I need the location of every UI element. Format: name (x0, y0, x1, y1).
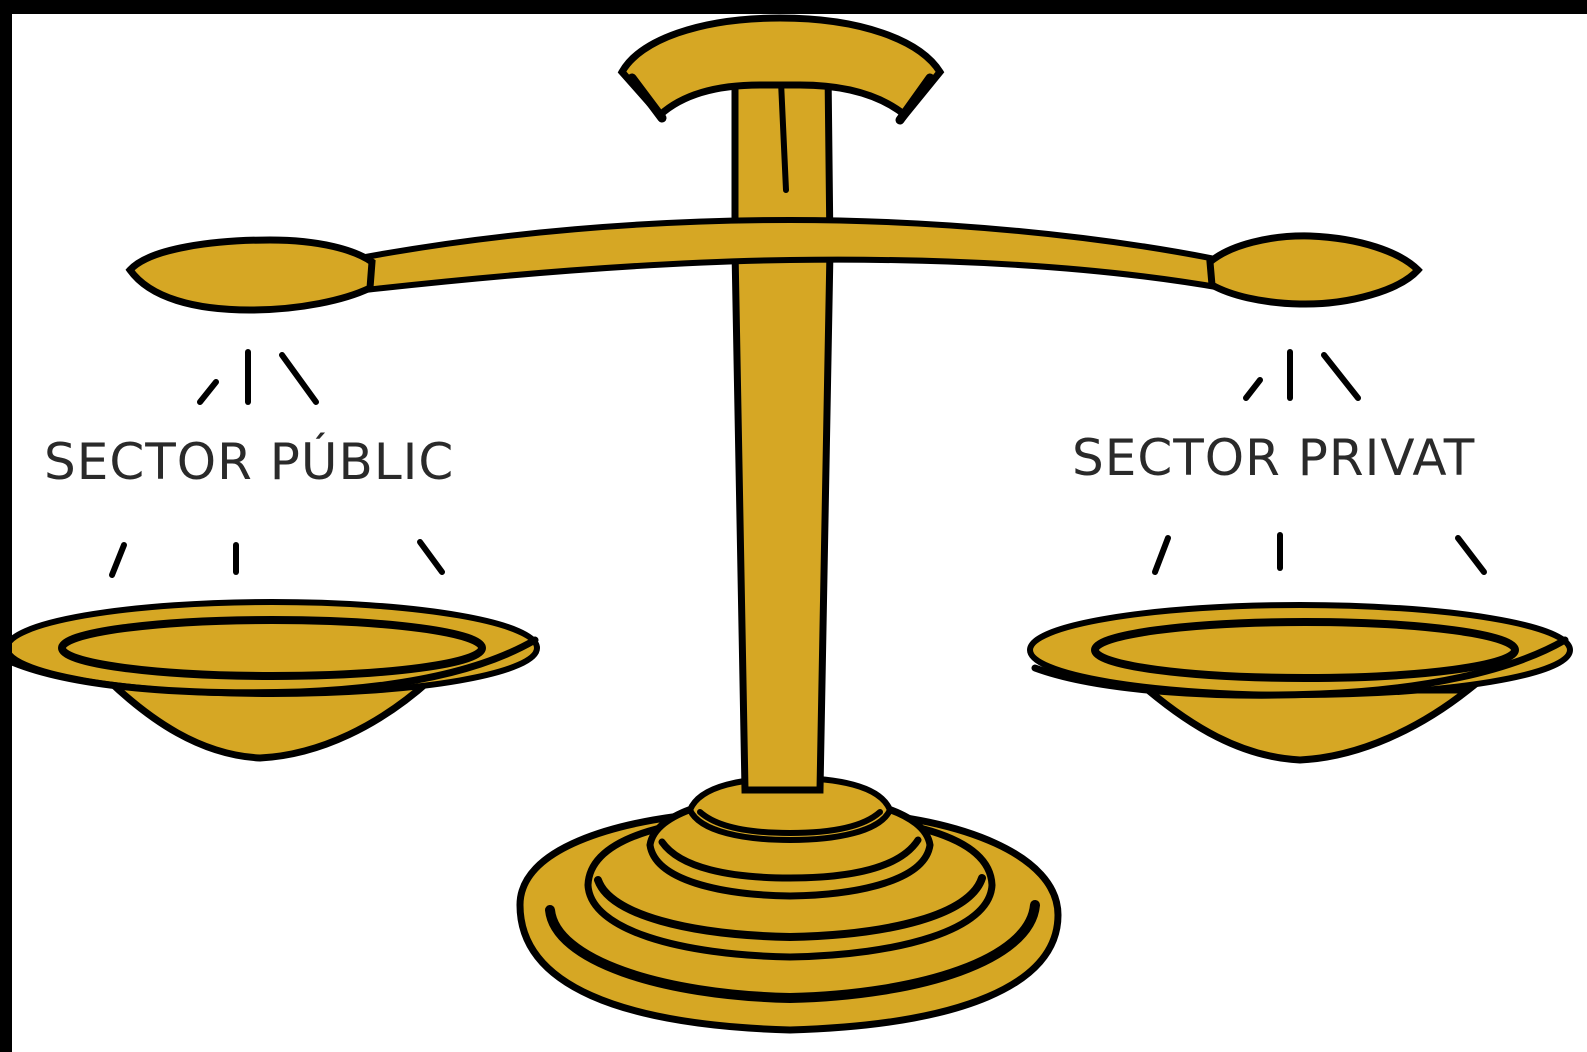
base-ring-1 (545, 900, 1040, 1004)
base-top-ring (697, 809, 883, 837)
beam-left-end (125, 236, 376, 314)
right-string-lower-3 (1455, 535, 1487, 575)
right-pan-rim-shadow (1031, 636, 1569, 699)
left-string-upper-3 (279, 352, 319, 405)
base-ring-3 (658, 836, 922, 882)
left-string-lower-3 (417, 539, 445, 575)
left-pan (12, 599, 540, 762)
scale-base (516, 774, 1062, 1034)
left-pan-bowl (99, 676, 440, 762)
right-pan-inner-ring (1091, 618, 1519, 682)
scale-beam (125, 216, 1423, 314)
right-string-lower-1 (1152, 535, 1171, 575)
top-cap-edge (627, 73, 667, 123)
left-string-upper-1 (197, 379, 219, 405)
right-string-upper-1 (1243, 377, 1263, 401)
right-pan-strings (1152, 349, 1487, 575)
left-string-lower-1 (109, 542, 127, 578)
top-cap-shape (617, 14, 945, 120)
right-pan-label: SECTOR PRIVAT (1072, 429, 1476, 487)
left-pan-inner-ring (58, 616, 486, 680)
left-pan-strings (109, 349, 445, 578)
base-ring-2 (594, 874, 986, 942)
right-string-upper-3 (1321, 352, 1361, 401)
right-pan (1027, 602, 1573, 764)
left-pan-label: SECTOR PÚBLIC (44, 433, 455, 491)
scale-canvas (12, 14, 1587, 1052)
scale-top-cap (617, 14, 945, 125)
right-pan-bowl (1138, 686, 1479, 764)
balance-scale-illustration (12, 14, 1573, 1034)
beam-right-end (1206, 232, 1423, 308)
top-cap-edge-right (895, 73, 935, 125)
left-pan-rim-shadow (12, 636, 539, 697)
scale-pillar (731, 57, 834, 794)
